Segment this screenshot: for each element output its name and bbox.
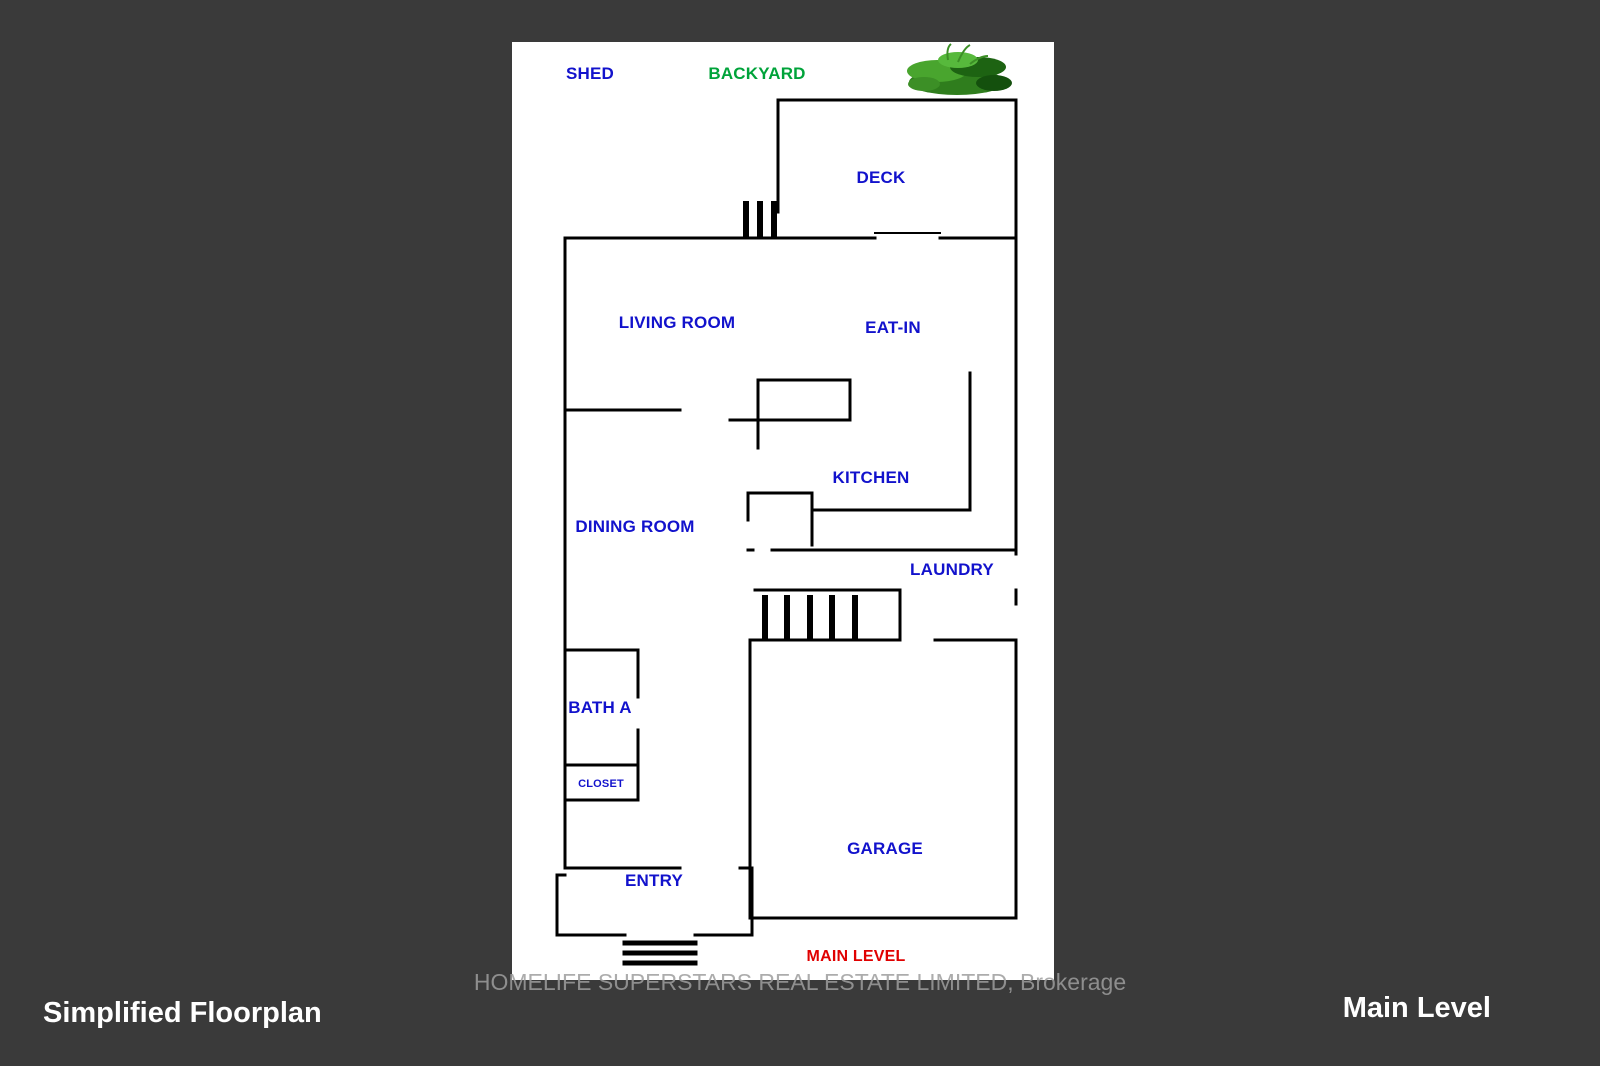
room-label-shed: SHED (565, 64, 615, 83)
room-label-bath-a: BATH A (568, 698, 632, 717)
floorplan-page: SHED BACKYARD DECK LIVING ROOM EAT-IN KI… (512, 42, 1054, 980)
laundry-hall-walls (746, 548, 1018, 642)
room-label-garage: GARAGE (847, 839, 923, 858)
bath-closet-walls (563, 648, 640, 802)
room-label-living-room: LIVING ROOM (618, 313, 736, 332)
stairwell-walls (728, 378, 852, 450)
deck-walls (776, 98, 1018, 240)
house-outline-walls (563, 236, 1018, 920)
entry-walls (555, 866, 754, 937)
room-label-dining-room: DINING ROOM (575, 517, 695, 536)
room-label-deck: DECK (856, 168, 906, 187)
room-label-eat-in: EAT-IN (865, 318, 921, 337)
brokerage-watermark: HOMELIFE SUPERSTARS REAL ESTATE LIMITED,… (473, 969, 1127, 995)
room-label-closet: CLOSET (578, 778, 624, 790)
floorplan-walls-svg (555, 43, 1018, 966)
kitchen-walls (746, 371, 972, 547)
garage-walls (748, 638, 1018, 920)
footer-right-title: Main Level (1342, 992, 1491, 1024)
room-label-laundry: LAUNDRY (910, 560, 994, 579)
deck-stairs (743, 201, 777, 239)
room-label-kitchen: KITCHEN (832, 468, 910, 487)
level-label: MAIN LEVEL (806, 948, 906, 965)
room-label-backyard: BACKYARD (708, 64, 806, 83)
plant-illustration (907, 43, 1012, 95)
entry-steps (622, 940, 698, 966)
room-label-entry: ENTRY (625, 871, 683, 890)
footer-left-title: Simplified Floorplan (43, 997, 322, 1029)
basement-stairs (762, 595, 858, 641)
